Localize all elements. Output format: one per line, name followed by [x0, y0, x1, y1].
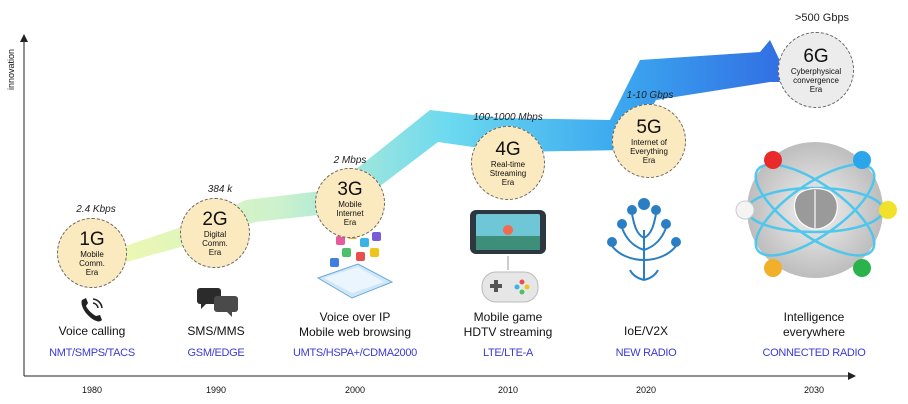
tablet-gamepad-icon — [470, 210, 546, 303]
gen-era-1g-line1: Mobile — [80, 249, 104, 259]
y-axis-label: innovation — [6, 48, 16, 90]
chat-bubbles-icon — [197, 288, 238, 317]
gen-era-6g-line3: Era — [809, 84, 823, 94]
app-6g-line1: Intelligence — [783, 310, 845, 324]
gen-era-6g-line2: convergence — [793, 75, 839, 85]
year-2000: 2000 — [344, 385, 366, 395]
growth-arrow — [108, 40, 790, 266]
speed-2g: 384 k — [207, 184, 233, 195]
app-4g: Mobile game HDTV streaming — [423, 310, 593, 340]
app-5g-line1: IoE/V2X — [623, 324, 669, 338]
speed-3g: 2 Mbps — [333, 155, 367, 166]
x-axis-arrowhead — [848, 372, 856, 380]
app-6g-line2: everywhere — [782, 325, 846, 339]
tech-1g: NMT/SMPS/TACS — [49, 347, 135, 359]
gen-era-4g-line3: Era — [501, 177, 515, 187]
app-3g-line1: Voice over IP — [319, 310, 391, 324]
tech-4g: LTE/LTE-A — [482, 347, 534, 359]
app-3g: Voice over IP Mobile web browsing — [270, 310, 440, 340]
app-3g-line2: Mobile web browsing — [298, 325, 412, 339]
y-axis-arrowhead — [20, 34, 28, 42]
gen-era-6g-line1: Cyberphysical — [790, 66, 842, 76]
smartphone-apps-icon — [316, 230, 394, 299]
app-5g: IoE/V2X — [561, 324, 731, 339]
speed-4g: 100-1000 Mbps — [473, 112, 543, 123]
tech-3g: UMTS/HSPA+/CDMA2000 — [293, 347, 417, 359]
gen-era-3g-line3: Era — [343, 217, 357, 227]
gen-era-5g-line3: Era — [642, 155, 656, 165]
year-1990: 1990 — [205, 385, 227, 395]
app-1g-line1: Voice calling — [58, 324, 126, 338]
circle-3g: 3G Mobile Internet Era — [315, 168, 385, 238]
circle-1g: 1G Mobile Comm. Era — [57, 218, 127, 288]
gen-era-2g-line1: Digital — [203, 229, 227, 239]
app-4g-line2: HDTV streaming — [463, 325, 553, 339]
year-2030: 2030 — [803, 385, 825, 395]
gen-title-1g: 1G — [79, 228, 105, 250]
app-4g-line1: Mobile game — [473, 310, 543, 324]
gen-era-4g-line1: Real-time — [490, 159, 526, 169]
tech-2g: GSM/EDGE — [187, 347, 245, 359]
gen-era-1g-line3: Era — [85, 267, 99, 277]
year-2010: 2010 — [497, 385, 519, 395]
gen-era-5g-line1: Internet of — [630, 137, 668, 147]
speed-6g: >500 Gbps — [794, 12, 850, 24]
year-1980: 1980 — [81, 385, 103, 395]
year-2020: 2020 — [635, 385, 657, 395]
gen-title-2g: 2G — [202, 208, 228, 230]
gen-era-1g-line2: Comm. — [79, 258, 105, 268]
circle-2g: 2G Digital Comm. Era — [180, 198, 250, 268]
gen-era-2g-line3: Era — [208, 247, 222, 257]
app-1g: Voice calling — [7, 324, 177, 339]
brain-network-icon — [735, 142, 897, 278]
app-2g: SMS/MMS — [131, 324, 301, 339]
gen-title-3g: 3G — [337, 178, 363, 200]
app-6g: Intelligence everywhere — [729, 310, 899, 340]
circle-4g: 4G Real-time Streaming Era — [471, 126, 545, 200]
tech-5g: NEW RADIO — [615, 347, 677, 359]
circle-6g: 6G Cyberphysical convergence Era — [778, 32, 854, 108]
gen-era-3g-line1: Mobile — [338, 199, 362, 209]
gen-era-4g-line2: Streaming — [489, 168, 527, 178]
gen-title-6g: 6G — [803, 45, 829, 67]
gen-era-3g-line2: Internet — [336, 208, 364, 218]
gen-title-5g: 5G — [636, 116, 662, 138]
phone-icon — [81, 298, 103, 322]
gen-title-4g: 4G — [495, 138, 521, 160]
speed-5g: 1-10 Gbps — [626, 90, 674, 101]
tech-6g: CONNECTED RADIO — [762, 347, 866, 359]
gen-era-2g-line2: Comm. — [202, 238, 228, 248]
gen-era-5g-line2: Everything — [630, 146, 668, 156]
circle-5g: 5G Internet of Everything Era — [612, 104, 686, 178]
iot-tree-icon — [607, 198, 681, 281]
app-2g-line1: SMS/MMS — [187, 324, 245, 338]
speed-1g: 2.4 Kbps — [76, 204, 116, 215]
